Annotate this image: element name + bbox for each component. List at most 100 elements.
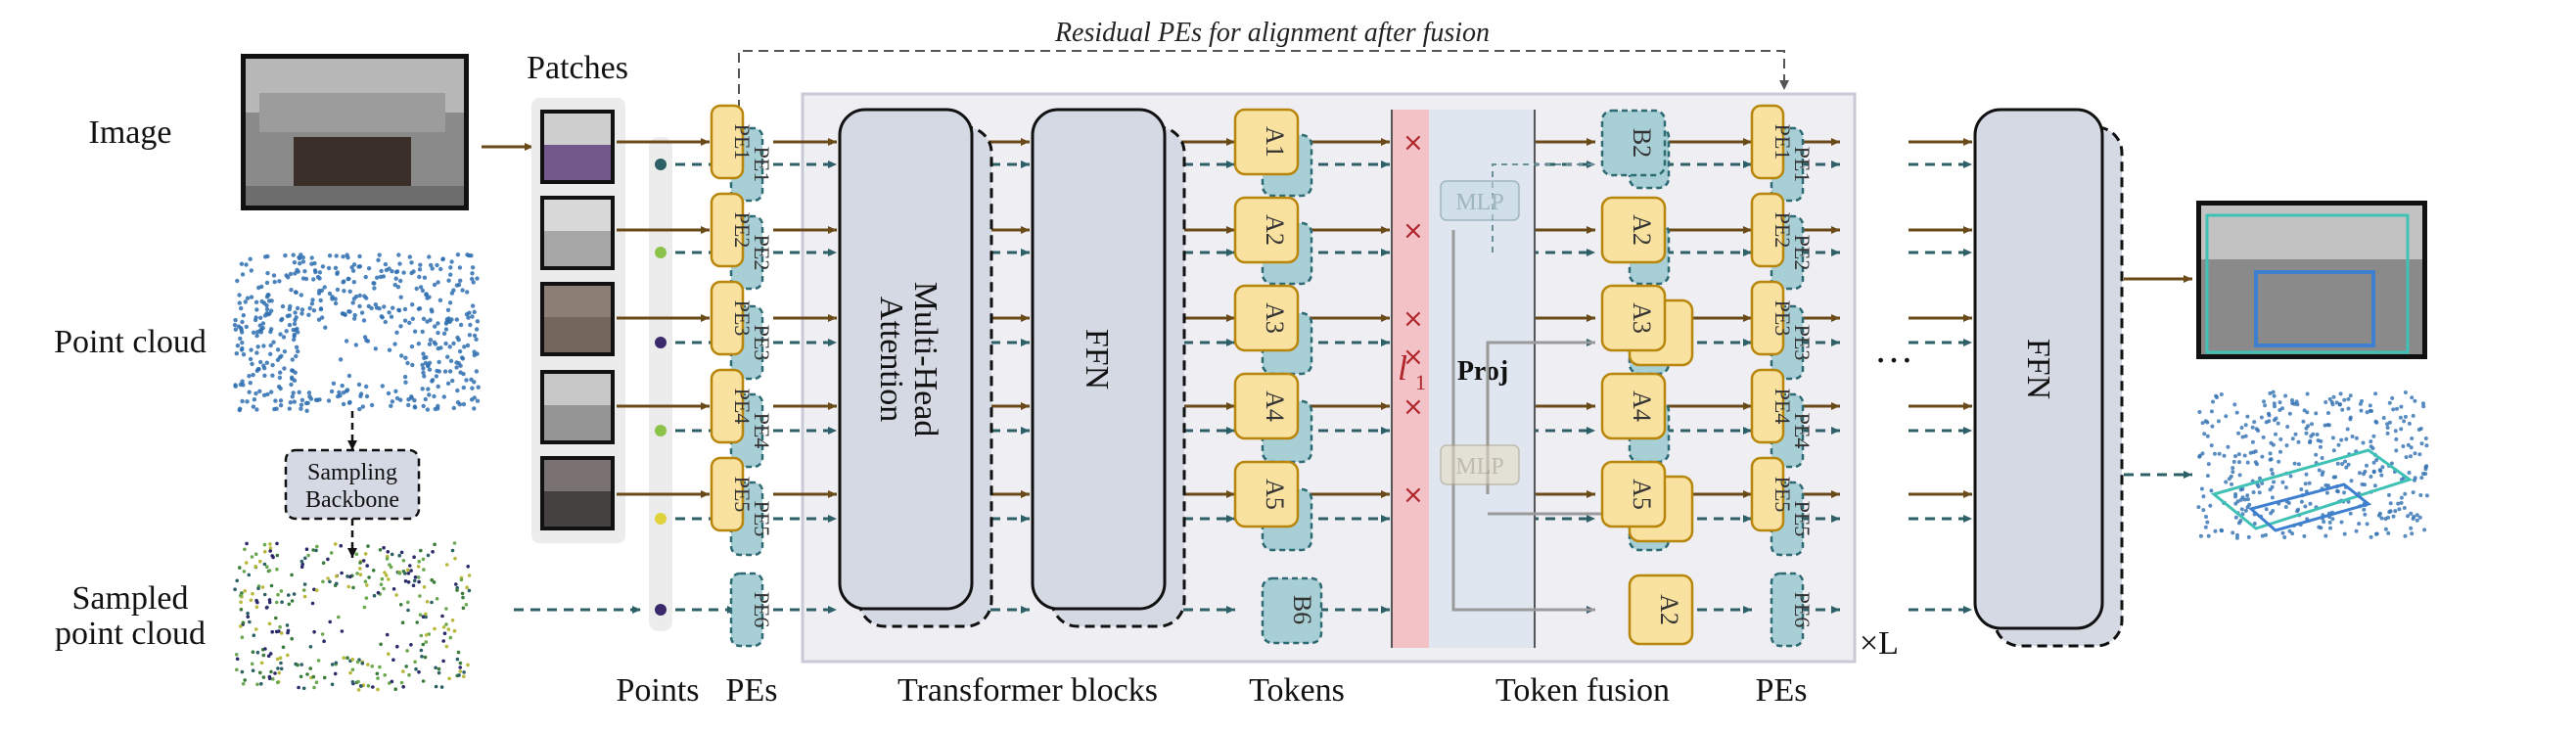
token-a: A5 (1233, 460, 1300, 528)
svg-text:A4: A4 (1628, 390, 1656, 422)
point-dot (655, 425, 667, 436)
pe-image-box: PE5 (1750, 456, 1795, 532)
sampled-label-1: Sampled (72, 580, 189, 617)
ellipsis: … (1874, 327, 1913, 371)
svg-text:PE5: PE5 (750, 501, 774, 537)
image-patch (540, 456, 615, 530)
input-image (241, 54, 469, 210)
token-a: A2 (1233, 196, 1300, 264)
pe-image-box: PE1 (1750, 104, 1795, 180)
svg-text:PE3: PE3 (730, 300, 755, 337)
bottom-points: Points (616, 672, 699, 709)
ffn-label: FFN (1079, 329, 1115, 390)
point-dot (655, 247, 667, 258)
sampling-backbone-box (284, 448, 421, 521)
svg-text:A2: A2 (1261, 214, 1289, 246)
fusion-a2-extra: A2 (1628, 573, 1694, 646)
point-dot (655, 604, 667, 616)
cross-mark: × (1403, 343, 1424, 372)
svg-text:PE5: PE5 (1771, 477, 1795, 513)
svg-text:PE2: PE2 (750, 235, 774, 271)
cross-mark: × (1403, 304, 1424, 334)
svg-text:PE6: PE6 (1790, 592, 1815, 628)
cross-mark: × (1403, 392, 1424, 422)
svg-text:PE2: PE2 (730, 212, 755, 249)
mha-label-1: Multi-Head (907, 282, 943, 437)
svg-text:A2: A2 (1628, 214, 1656, 246)
svg-text:PE1: PE1 (1790, 147, 1815, 183)
cross-mark: × (1403, 216, 1424, 246)
svg-text:PE2: PE2 (1771, 212, 1795, 249)
svg-text:PE2: PE2 (1790, 235, 1815, 271)
svg-text:PE1: PE1 (1771, 124, 1795, 161)
pe-image-box: PE4 (710, 368, 755, 444)
loss-band (1392, 110, 1429, 648)
svg-text:PE3: PE3 (750, 325, 774, 361)
bottom-tokens: Tokens (1249, 672, 1345, 709)
bottom-transformer-blocks: Transformer blocks (897, 672, 1158, 709)
svg-text:B6: B6 (1288, 595, 1316, 624)
svg-text:PE5: PE5 (1790, 501, 1815, 537)
svg-text:PE1: PE1 (750, 147, 774, 183)
times-l: ×L (1860, 625, 1899, 662)
image-patch (540, 110, 615, 184)
token-a: A3 (1233, 284, 1300, 352)
final-ffn-label: FFN (2020, 339, 2056, 399)
cross-mark: × (1403, 128, 1424, 158)
sampled-point-cloud (233, 541, 472, 692)
image-patch (540, 370, 615, 444)
pe-image-box: PE3 (1750, 280, 1795, 356)
svg-text:PE3: PE3 (1790, 325, 1815, 361)
mlp-box-top: MLP (1440, 180, 1520, 221)
patches-label: Patches (527, 50, 628, 86)
final-ffn-block: FFN (1973, 108, 2124, 648)
loss-label: l (1398, 348, 1407, 388)
pe-point-box: PE6 (729, 572, 774, 648)
image-patch (540, 196, 615, 270)
svg-text:A5: A5 (1261, 479, 1289, 510)
pe-image-box: PE2 (1750, 192, 1795, 268)
fusion-a: A3 (1600, 284, 1667, 352)
pe-image-box: PE4 (1750, 368, 1795, 444)
proj-label: Proj (1457, 356, 1508, 387)
svg-text:PE6: PE6 (750, 592, 774, 628)
ffn-block: FFN (1031, 108, 1186, 628)
fusion-wire (1451, 230, 1595, 612)
residual-arc (738, 50, 1789, 110)
svg-text:MLP: MLP (1455, 454, 1503, 480)
mha-block: Multi-Head Attention (838, 108, 993, 628)
fusion-wire (1492, 163, 1595, 252)
svg-text:A5: A5 (1628, 479, 1656, 510)
svg-text:PE4: PE4 (1771, 389, 1795, 425)
fusion-a: A5 (1600, 460, 1667, 528)
point-dot (655, 159, 667, 170)
point-cloud (232, 252, 481, 413)
svg-text:PE3: PE3 (1771, 300, 1795, 337)
svg-text:A3: A3 (1261, 302, 1289, 334)
sampled-label-2: point cloud (55, 616, 206, 652)
svg-text:B2: B2 (1628, 128, 1656, 158)
token-b6: B6 (1261, 576, 1323, 645)
svg-text:A1: A1 (1261, 126, 1289, 158)
fusion-a: A4 (1600, 372, 1667, 440)
pe-image-box: PE5 (710, 456, 755, 532)
pe-image-box: PE1 (710, 104, 755, 180)
pe-image-box: PE3 (710, 280, 755, 356)
point-dot (655, 513, 667, 525)
image-patch (540, 282, 615, 356)
sampling-label: Sampling (307, 460, 397, 485)
token-a: A1 (1233, 108, 1300, 176)
image-label: Image (89, 115, 172, 151)
bottom-pes-2: PEs (1756, 672, 1808, 709)
svg-text:PE4: PE4 (1790, 413, 1815, 449)
fusion-a: A2 (1600, 196, 1667, 264)
token-a: A4 (1233, 372, 1300, 440)
svg-text:A4: A4 (1261, 390, 1289, 422)
token-b2: B2 (1600, 109, 1671, 190)
pe-image-box: PE2 (710, 192, 755, 268)
bottom-pes: PEs (726, 672, 778, 709)
pointcloud-label: Point cloud (54, 324, 207, 360)
loss-subscript: 1 (1415, 370, 1426, 394)
svg-text:PE1: PE1 (730, 124, 755, 161)
